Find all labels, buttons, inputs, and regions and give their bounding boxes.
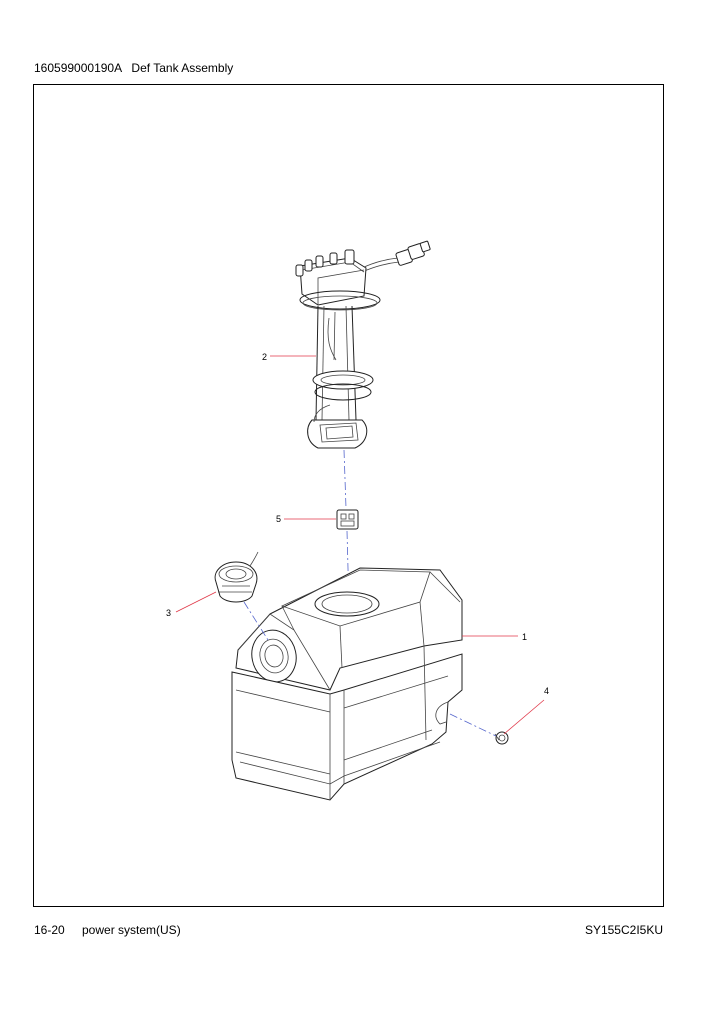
model-number: SY155C2I5KU — [584, 923, 663, 937]
part-5-bracket — [336, 509, 359, 530]
centerline-3-tank — [243, 601, 269, 641]
callout-5: 5 — [276, 514, 281, 524]
leader-line-4 — [503, 699, 545, 735]
callout-2: 2 — [262, 352, 267, 362]
part-2-pump-module — [295, 240, 431, 449]
callout-4: 4 — [544, 686, 549, 696]
diagram-frame — [33, 84, 664, 907]
leader-line-3 — [175, 591, 217, 613]
callout-3: 3 — [166, 608, 171, 618]
part-4-drain-plug — [494, 731, 509, 745]
part-3-filler-cap — [214, 551, 259, 603]
page-number: 16-20 — [34, 923, 65, 937]
section-name: power system(US) — [82, 923, 181, 937]
callout-1: 1 — [522, 632, 527, 642]
centerline-4-tank — [449, 713, 497, 737]
centerline-2-5 — [343, 449, 347, 509]
centerline-5-tank — [346, 530, 350, 607]
page-title: 160599000190A Def Tank Assembly — [34, 61, 234, 75]
part-1-def-tank — [231, 567, 463, 801]
